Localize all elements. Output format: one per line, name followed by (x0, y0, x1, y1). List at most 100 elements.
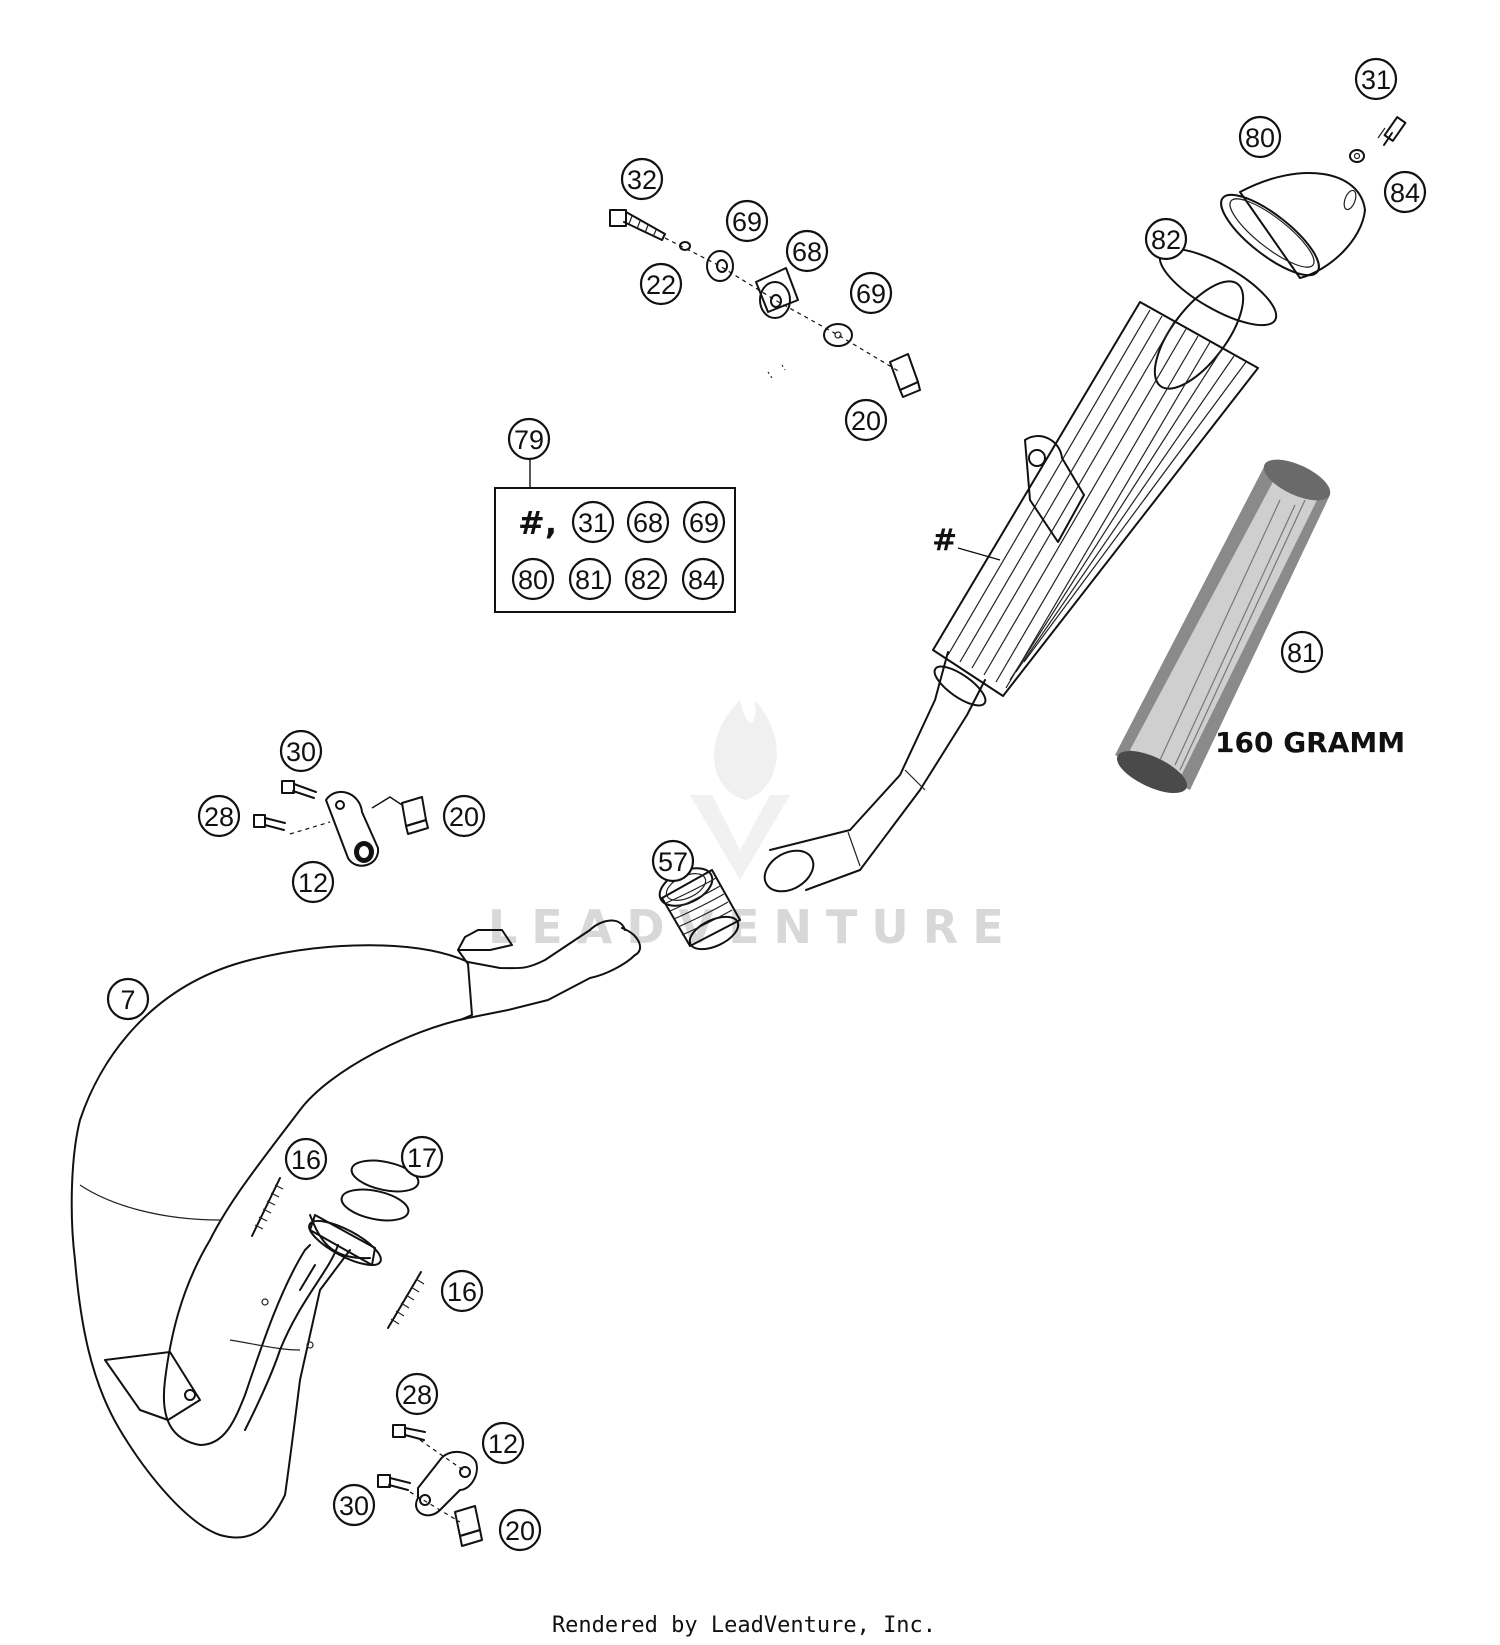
coupling-sleeve-57 (658, 867, 741, 951)
svg-text:80: 80 (518, 565, 548, 595)
svg-text:84: 84 (688, 565, 718, 595)
top-axis-line (664, 237, 901, 373)
mid-axis-2 (371, 796, 403, 809)
svg-text:69: 69 (732, 207, 762, 237)
callout-20-bot: 20 (498, 1508, 542, 1552)
svg-text:79: 79 (514, 425, 544, 455)
callout-79: 79 (507, 417, 551, 461)
svg-text:16: 16 (291, 1145, 321, 1175)
clip-nut-20-top (889, 353, 921, 398)
svg-text:31: 31 (578, 508, 608, 538)
end-cap (1220, 172, 1366, 279)
callout-30-mid: 30 (279, 729, 323, 773)
kit-row-2: 80 81 82 84 (511, 557, 725, 601)
callout-84-top: 84 (1383, 170, 1427, 214)
watermark-text: LEADVENTURE (488, 900, 1018, 954)
bolt-28-bot (392, 1424, 426, 1441)
washer-69-b (823, 323, 853, 347)
bolt-30-bot (377, 1474, 411, 1491)
washer-69-a (706, 250, 734, 282)
bolt-28-mid (253, 814, 286, 831)
bracket-12-bot (415, 1451, 478, 1517)
callout-16-a: 16 (284, 1137, 328, 1181)
svg-text:17: 17 (407, 1143, 437, 1173)
watermark-logo (690, 700, 790, 880)
svg-text:82: 82 (631, 565, 661, 595)
svg-text:30: 30 (286, 737, 316, 767)
svg-text:12: 12 (298, 868, 328, 898)
kit-item-82: 82 (624, 557, 668, 601)
callout-68: 68 (785, 229, 829, 273)
screw-31 (1377, 116, 1407, 146)
callout-80-top: 80 (1238, 115, 1282, 159)
callout-28-mid: 28 (197, 794, 241, 838)
kit-item-68: 68 (626, 500, 670, 544)
callout-17: 17 (400, 1135, 444, 1179)
callout-20-top: 20 (844, 398, 888, 442)
callout-57: 57 (651, 839, 695, 883)
mid-axis-1 (289, 821, 331, 835)
callout-28-bot: 28 (395, 1372, 439, 1416)
kit-item-69: 69 (682, 500, 726, 544)
callout-7: 7 (106, 977, 150, 1021)
svg-text:80: 80 (1245, 123, 1275, 153)
callout-20-mid: 20 (442, 794, 486, 838)
svg-text:32: 32 (627, 165, 657, 195)
svg-text:69: 69 (689, 508, 719, 538)
bolt-32 (609, 209, 666, 241)
packing-weight-note: 160 GRAMM (1215, 726, 1405, 759)
callout-82: 82 (1144, 217, 1188, 261)
kit-row-1: 31 68 69 (571, 500, 726, 544)
svg-text:81: 81 (1287, 638, 1317, 668)
silencer-packing (1115, 459, 1331, 794)
callout-12-mid: 12 (291, 860, 335, 904)
svg-text:20: 20 (505, 1516, 535, 1546)
svg-text:12: 12 (488, 1429, 518, 1459)
callout-69-b: 69 (849, 271, 893, 315)
silencer-body (763, 280, 1259, 893)
o-ring-17 (340, 1159, 420, 1222)
svg-text:20: 20 (851, 406, 881, 436)
svg-text:69: 69 (856, 279, 886, 309)
clip-nut-20-mid (401, 796, 429, 835)
svg-text:81: 81 (575, 565, 605, 595)
svg-text:28: 28 (204, 802, 234, 832)
svg-text:68: 68 (792, 237, 822, 267)
top-debris (767, 364, 786, 379)
hash-leader (957, 547, 1001, 561)
callout-31-top: 31 (1354, 57, 1398, 101)
callout-22: 22 (639, 262, 683, 306)
svg-text:7: 7 (120, 985, 135, 1015)
svg-text:31: 31 (1361, 65, 1391, 95)
kit-item-31: 31 (571, 500, 615, 544)
kit-item-81: 81 (568, 557, 612, 601)
callout-81: 81 (1280, 630, 1324, 674)
spring-16-a (251, 1177, 284, 1237)
svg-text:20: 20 (449, 802, 479, 832)
kit-hash-prefix: #, (518, 504, 557, 542)
callout-30-bot: 30 (332, 1483, 376, 1527)
grommet-68 (755, 267, 799, 319)
silencer-hash-label: # (932, 523, 957, 558)
svg-text:28: 28 (402, 1380, 432, 1410)
nut-84 (1349, 149, 1365, 163)
callout-16-b: 16 (440, 1269, 484, 1313)
svg-text:57: 57 (658, 847, 688, 877)
callout-12-bot: 12 (481, 1421, 525, 1465)
footer-credit: Rendered by LeadVenture, Inc. (552, 1613, 936, 1638)
svg-text:16: 16 (447, 1277, 477, 1307)
bottom-axis-lines (409, 1439, 467, 1523)
svg-text:82: 82 (1151, 225, 1181, 255)
svg-text:68: 68 (633, 508, 663, 538)
kit-item-84: 84 (681, 557, 725, 601)
svg-text:22: 22 (646, 270, 676, 300)
bolt-30-mid (281, 780, 317, 799)
expansion-chamber (70, 919, 642, 1539)
svg-text:84: 84 (1390, 178, 1420, 208)
spring-16-b (387, 1271, 425, 1329)
bracket-12-mid (325, 790, 380, 867)
kit-item-80: 80 (511, 557, 555, 601)
callout-69-a: 69 (725, 199, 769, 243)
clip-nut-20-bot (454, 1505, 483, 1547)
